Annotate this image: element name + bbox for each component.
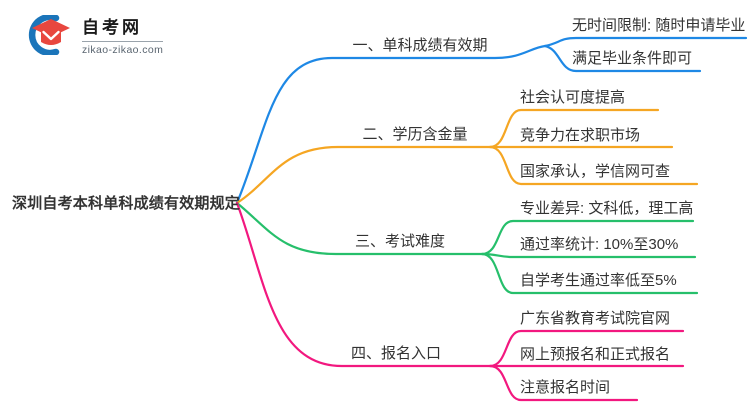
branch-2-lines [235, 108, 699, 205]
branch-2-child-2-label: 竞争力在求职市场 [520, 127, 641, 144]
branch-3-label: 三、考试难度 [354, 233, 446, 250]
branch-1-child-1-line [543, 36, 748, 48]
branch-1-label: 一、单科成绩有效期 [352, 37, 488, 54]
graduation-cap-icon [28, 14, 70, 55]
branch-4-child-3-label: 注意报名时间 [520, 379, 611, 396]
branch-2-child-1-label: 社会认可度提高 [520, 89, 626, 106]
branch-3-child-1-label: 专业差异: 文科低，理工高 [520, 200, 694, 217]
root-node-label: 深圳自考本科单科成绩有效期规定 [12, 195, 241, 212]
logo-text-block: 自考网 zikao-zikao.com [82, 13, 164, 56]
branch-4-child-2-label: 网上预报名和正式报名 [520, 346, 671, 363]
branch-2-child-1-line [488, 108, 660, 149]
logo-divider [82, 41, 164, 42]
branch-3-child-3-label: 自学考生通过率低至5% [520, 272, 677, 289]
branch-3-lines [235, 201, 699, 295]
branch-4-trunk-line [235, 201, 492, 368]
branch-2-child-3-line [488, 145, 699, 186]
logo-swirl [28, 14, 60, 55]
branch-3-child-3-line [480, 252, 699, 295]
branch-3-child-2-label: 通过率统计: 10%至30% [520, 236, 679, 253]
branch-3-trunk-line [235, 201, 484, 256]
branch-2-label: 二、学历含金量 [362, 126, 468, 143]
branch-1-trunk-line [235, 44, 547, 205]
site-logo: 自考网 zikao-zikao.com [28, 13, 164, 56]
branch-3-child-1-line [480, 219, 695, 256]
branch-3-child-2-line [480, 252, 697, 259]
branch-2-child-3-label: 国家承认，学信网可查 [520, 163, 671, 180]
branch-1-child-1-label: 无时间限制: 随时申请毕业 [572, 17, 746, 34]
branch-4-lines [235, 201, 685, 402]
branch-4-child-1-line [488, 329, 685, 368]
branch-2-trunk-line [235, 145, 492, 205]
branch-1-child-2-line [543, 44, 702, 73]
logo-site-name: 自考网 [82, 18, 142, 37]
branch-1-child-2-label: 满足毕业条件即可 [572, 50, 693, 67]
branch-1-lines [235, 36, 748, 205]
branch-4-label: 四、报名入口 [350, 345, 442, 362]
logo-chevron [42, 30, 60, 40]
branch-4-child-3-line [488, 364, 639, 402]
logo-site-domain: zikao-zikao.com [82, 44, 164, 56]
branch-4-child-1-label: 广东省教育考试院官网 [520, 310, 671, 327]
